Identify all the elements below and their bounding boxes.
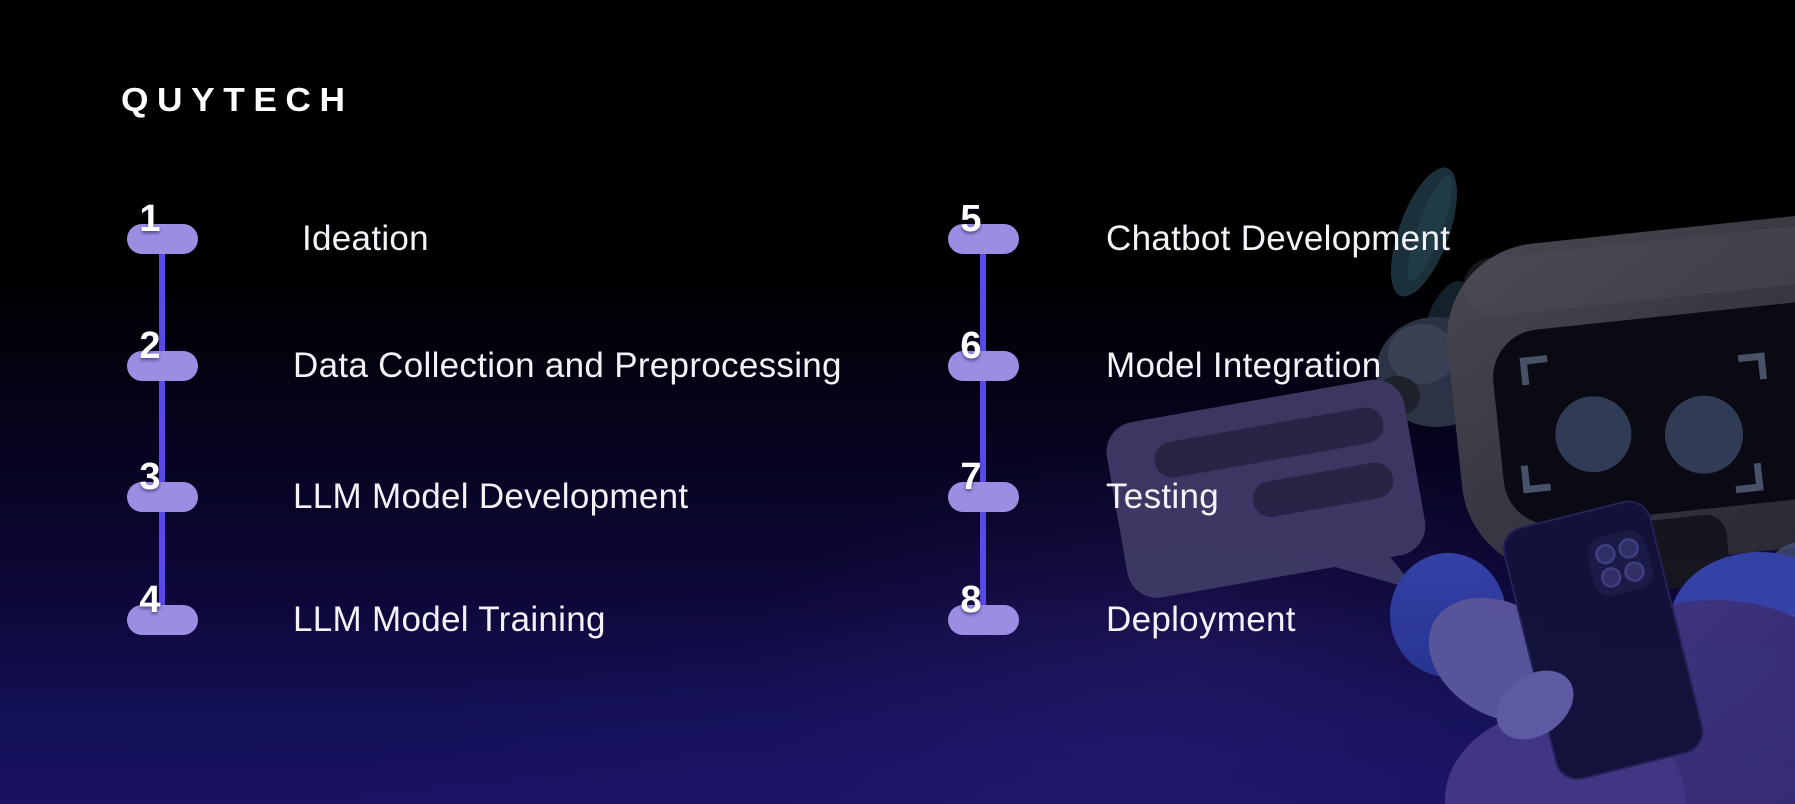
- step-marker-pill: [948, 351, 1019, 381]
- timeline-connector-left: [159, 239, 165, 620]
- step-marker-pill: [127, 224, 198, 254]
- step-marker-pill: [127, 482, 198, 512]
- step-number: 2: [139, 325, 161, 367]
- step-number: 7: [960, 456, 982, 498]
- brand-logo: QUYTECH: [121, 81, 354, 118]
- step-marker-pill: [127, 351, 198, 381]
- timeline-connector-right: [980, 239, 986, 620]
- step-marker-pill: [127, 605, 198, 635]
- robot-head-icon: [1447, 206, 1795, 597]
- step-number: 8: [960, 579, 982, 621]
- step-marker-pill: [948, 605, 1019, 635]
- step-number: 6: [960, 325, 982, 367]
- step-number: 5: [960, 198, 982, 240]
- step-number: 3: [139, 456, 161, 498]
- step-label: Ideation: [302, 219, 429, 258]
- step-marker-pill: [948, 224, 1019, 254]
- step-label: Model Integration: [1106, 346, 1382, 385]
- step-number: 1: [139, 198, 161, 240]
- robot-mascot-illustration: [1106, 167, 1795, 804]
- step-label: Deployment: [1106, 600, 1296, 639]
- step-label: Chatbot Development: [1106, 219, 1451, 258]
- chat-message-bubble-icon: [1106, 379, 1426, 598]
- step-marker-pill: [948, 482, 1019, 512]
- step-label: LLM Model Training: [293, 600, 606, 639]
- step-label: Data Collection and Preprocessing: [293, 346, 842, 385]
- robot-thumb-icon: [1496, 670, 1574, 740]
- step-number: 4: [139, 579, 161, 621]
- step-label: LLM Model Development: [293, 477, 689, 516]
- step-label: Testing: [1106, 477, 1219, 516]
